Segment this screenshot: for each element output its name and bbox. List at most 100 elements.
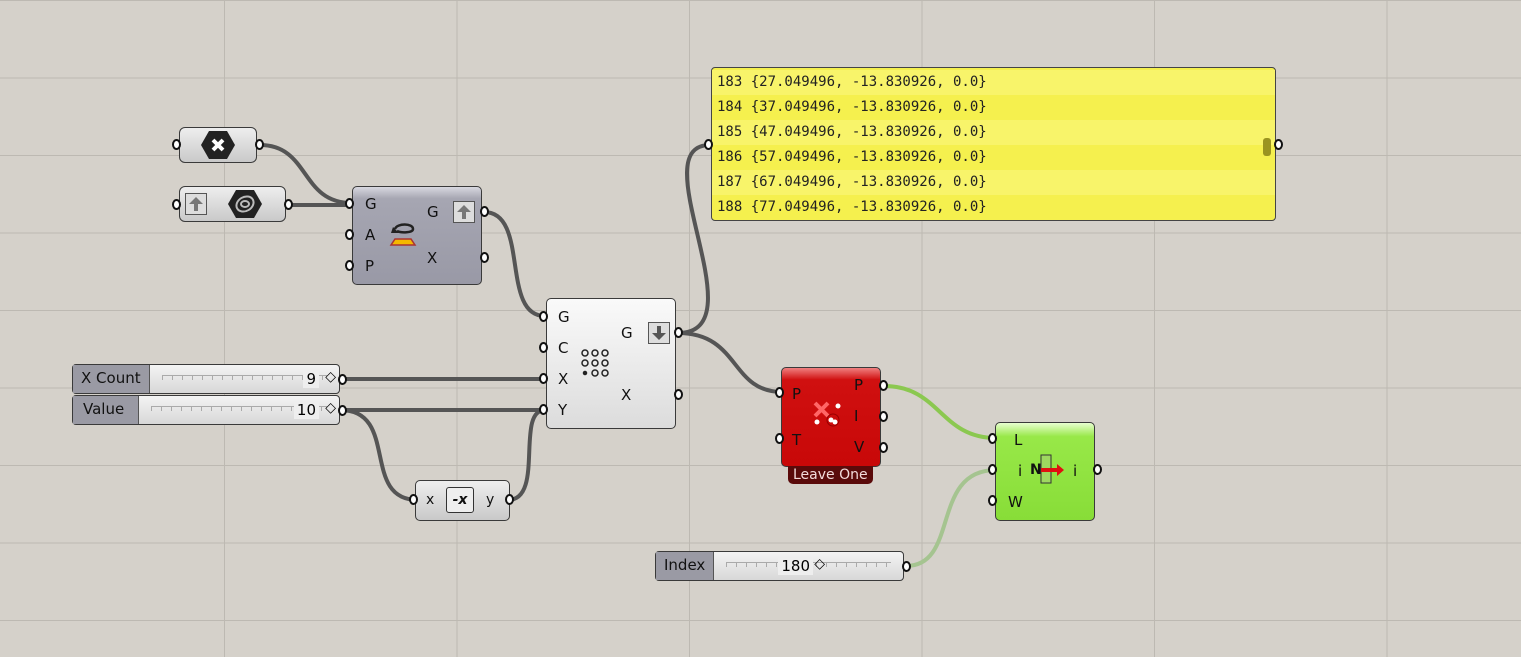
hexagon-x-icon bbox=[201, 130, 235, 164]
output-port[interactable] bbox=[1274, 139, 1283, 150]
down-arrow-icon bbox=[648, 322, 670, 344]
up-arrow-icon bbox=[185, 193, 207, 215]
input-port[interactable] bbox=[988, 433, 997, 444]
slider-value: 9 bbox=[303, 370, 319, 388]
slider-name: Index bbox=[656, 552, 715, 580]
output-label: P bbox=[854, 376, 864, 394]
output-port[interactable] bbox=[1093, 464, 1102, 475]
input-port[interactable] bbox=[172, 139, 181, 150]
negate-icon: -x bbox=[446, 487, 474, 513]
input-port[interactable] bbox=[345, 260, 354, 271]
panel-row: 186 {57.049496, -13.830926, 0.0} bbox=[717, 149, 987, 165]
output-label: i bbox=[1073, 462, 1078, 480]
square-grid-component[interactable]: G C X Y G X bbox=[546, 298, 676, 429]
input-port[interactable] bbox=[775, 387, 784, 398]
slider-grip-icon[interactable]: ◇ bbox=[814, 556, 826, 572]
slider-track[interactable]: 180◇ bbox=[714, 552, 903, 580]
output-port[interactable] bbox=[505, 494, 514, 505]
spiral-hexagon-icon bbox=[228, 189, 262, 223]
output-port[interactable] bbox=[480, 206, 489, 217]
panel-row: 185 {47.049496, -13.830926, 0.0} bbox=[712, 120, 1275, 145]
output-port[interactable] bbox=[338, 405, 347, 416]
output-port[interactable] bbox=[879, 380, 888, 391]
wire bbox=[507, 408, 546, 502]
geometry-param-node[interactable] bbox=[179, 127, 257, 163]
rotate-plane-icon bbox=[387, 221, 419, 253]
wire bbox=[677, 143, 711, 335]
panel-row: 183 {27.049496, -13.830926, 0.0} bbox=[712, 70, 1275, 95]
panel-scrollbar[interactable] bbox=[1263, 138, 1271, 156]
x-count-slider[interactable]: X Count 9◇ bbox=[72, 364, 340, 394]
output-port[interactable] bbox=[338, 374, 347, 385]
slider-track[interactable]: 9◇ bbox=[150, 365, 339, 393]
slider-name: X Count bbox=[73, 365, 150, 393]
input-port[interactable] bbox=[345, 198, 354, 209]
dot-grid-icon bbox=[580, 348, 612, 384]
input-label: x bbox=[426, 492, 435, 508]
leave-one-component[interactable]: P T P I V bbox=[781, 367, 881, 467]
output-label: I bbox=[854, 407, 859, 425]
output-port[interactable] bbox=[902, 561, 911, 572]
value-slider[interactable]: Value 10◇ bbox=[72, 395, 340, 425]
component-label: Leave One bbox=[788, 466, 873, 484]
slider-grip-icon[interactable]: ◇ bbox=[325, 400, 336, 416]
output-port[interactable] bbox=[879, 411, 888, 422]
output-port[interactable] bbox=[879, 442, 888, 453]
panel-row: 187 {67.049496, -13.830926, 0.0} bbox=[712, 170, 1275, 195]
input-port[interactable] bbox=[775, 433, 784, 444]
input-label: W bbox=[1008, 493, 1023, 511]
input-label: P bbox=[792, 385, 802, 403]
wire bbox=[905, 468, 997, 568]
input-label: G bbox=[365, 195, 377, 213]
list-item-component[interactable]: L i W i N bbox=[995, 422, 1095, 521]
output-port[interactable] bbox=[674, 327, 683, 338]
output-label: X bbox=[427, 249, 438, 267]
wire bbox=[483, 210, 546, 318]
input-label: T bbox=[792, 431, 802, 449]
output-panel[interactable]: 183 {27.049496, -13.830926, 0.0} 184 {37… bbox=[711, 67, 1276, 221]
list-item-icon-text: N bbox=[1030, 462, 1042, 478]
input-port[interactable] bbox=[539, 373, 548, 384]
wire bbox=[339, 408, 419, 502]
rotate-component[interactable]: G A P G X bbox=[352, 186, 482, 285]
input-port[interactable] bbox=[539, 404, 548, 415]
output-port[interactable] bbox=[674, 389, 683, 400]
list-item-icon bbox=[1039, 454, 1067, 488]
wire bbox=[677, 331, 783, 394]
input-label: X bbox=[558, 370, 569, 388]
input-port[interactable] bbox=[988, 495, 997, 506]
output-label: G bbox=[621, 324, 633, 342]
input-label: Y bbox=[558, 401, 568, 419]
input-label: C bbox=[558, 339, 569, 357]
slider-grip-icon[interactable]: ◇ bbox=[325, 369, 336, 385]
output-label: y bbox=[486, 492, 495, 508]
input-port[interactable] bbox=[539, 342, 548, 353]
wire bbox=[883, 384, 997, 440]
wire bbox=[259, 143, 353, 205]
input-label: A bbox=[365, 226, 376, 244]
geometry-param-node-2[interactable] bbox=[179, 186, 286, 222]
input-port[interactable] bbox=[704, 139, 713, 150]
output-label: V bbox=[854, 438, 865, 456]
up-arrow-icon bbox=[453, 201, 475, 223]
index-slider[interactable]: Index 180◇ bbox=[655, 551, 904, 581]
negative-component[interactable]: x -x y bbox=[415, 480, 510, 521]
output-port[interactable] bbox=[284, 199, 293, 210]
input-label: i bbox=[1018, 462, 1023, 480]
input-port[interactable] bbox=[172, 199, 181, 210]
input-port[interactable] bbox=[409, 494, 418, 505]
output-label: G bbox=[427, 203, 439, 221]
output-port[interactable] bbox=[255, 139, 264, 150]
slider-track[interactable]: 10 ◇ bbox=[139, 396, 339, 424]
cull-points-icon bbox=[812, 400, 844, 434]
slider-value: 10 bbox=[293, 401, 319, 419]
output-port[interactable] bbox=[480, 252, 489, 263]
output-label: X bbox=[621, 386, 632, 404]
panel-row: 184 {37.049496, -13.830926, 0.0} bbox=[717, 99, 987, 115]
input-port[interactable] bbox=[539, 311, 548, 322]
input-label: L bbox=[1014, 431, 1023, 449]
input-port[interactable] bbox=[345, 229, 354, 240]
input-port[interactable] bbox=[988, 464, 997, 475]
input-label: P bbox=[365, 257, 375, 275]
